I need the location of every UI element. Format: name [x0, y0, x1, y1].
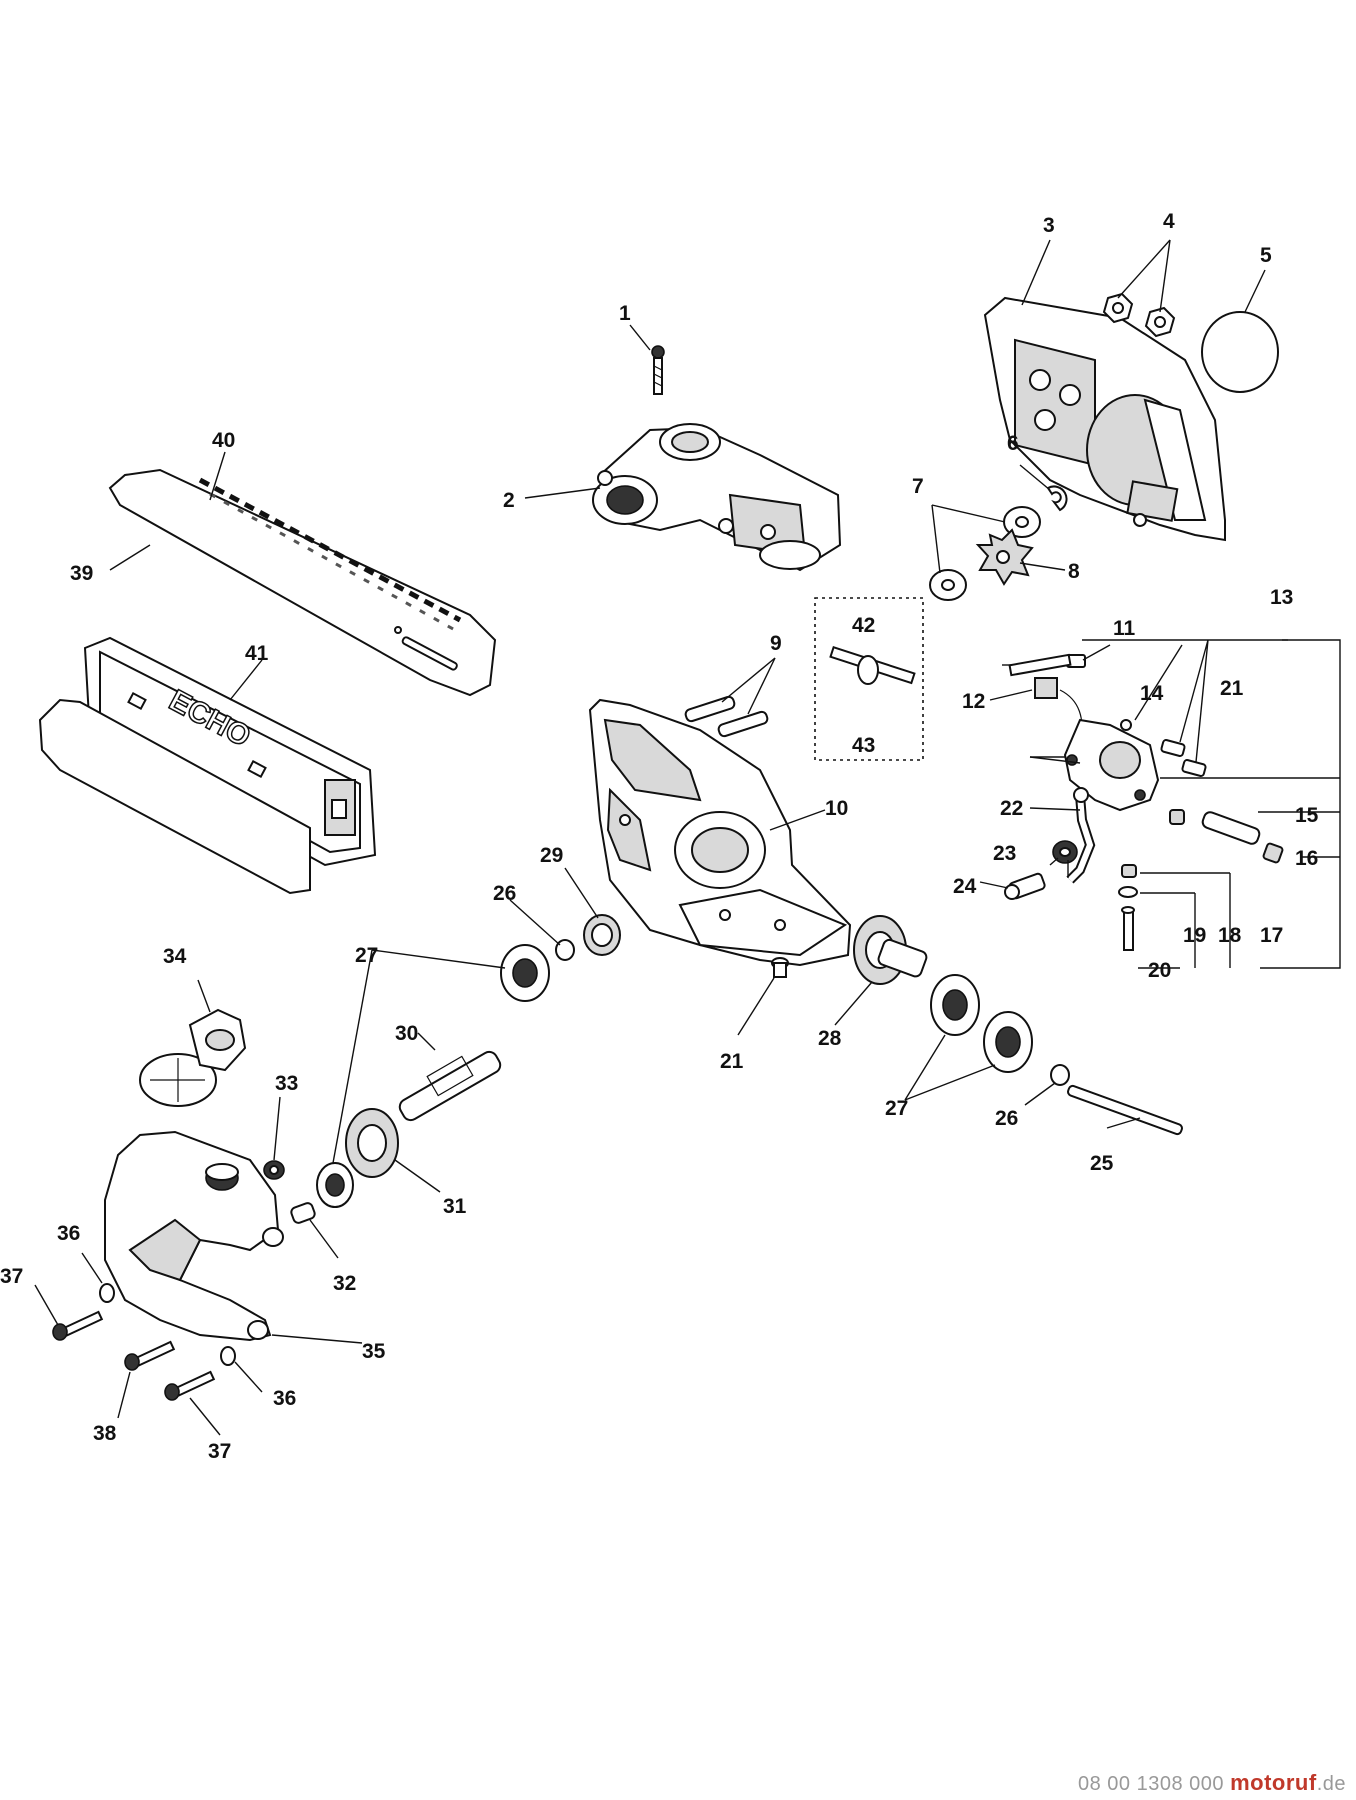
callout-9: 9 — [770, 632, 782, 655]
callout-5: 5 — [1260, 244, 1272, 267]
callout-27-top: 27 — [355, 944, 378, 967]
part-15-20-pump-parts[interactable] — [1118, 809, 1284, 951]
callout-labels: 1 2 3 4 5 6 7 8 9 10 11 12 13 14 15 16 1… — [0, 210, 1319, 1463]
part-28-gear-shaft[interactable] — [853, 915, 928, 985]
part-7-washers[interactable] — [929, 506, 1041, 601]
callout-15: 15 — [1295, 804, 1319, 827]
callout-32: 32 — [333, 1272, 356, 1295]
part-10-main-case[interactable] — [588, 698, 852, 967]
callout-26-right: 26 — [995, 1107, 1018, 1130]
watermark-suffix: .de — [1316, 1773, 1346, 1795]
callout-36-bottom: 36 — [273, 1387, 296, 1410]
callout-23: 23 — [993, 842, 1016, 865]
callout-21-case: 21 — [720, 1050, 744, 1073]
callout-33: 33 — [275, 1072, 298, 1095]
callout-7: 7 — [912, 475, 924, 498]
part-25-shaft[interactable] — [1067, 1084, 1183, 1136]
part-1-screw[interactable] — [651, 345, 665, 395]
callout-24: 24 — [953, 875, 977, 898]
callout-16: 16 — [1295, 847, 1318, 870]
callout-13: 13 — [1270, 586, 1293, 609]
callout-10: 10 — [825, 797, 848, 820]
part-26-ring-right[interactable] — [1050, 1064, 1070, 1086]
part-9-pins[interactable] — [684, 695, 769, 738]
callout-2: 2 — [503, 489, 515, 512]
callout-40: 40 — [212, 429, 235, 452]
part-39-40-bar-chain[interactable] — [108, 468, 497, 697]
callout-39: 39 — [70, 562, 93, 585]
part-6-clip[interactable] — [1046, 485, 1068, 512]
part-5-gasket[interactable] — [1201, 311, 1279, 393]
callout-1: 1 — [619, 302, 631, 325]
callout-18: 18 — [1218, 924, 1242, 947]
callout-8: 8 — [1068, 560, 1080, 583]
part-35-handle[interactable] — [104, 1130, 284, 1342]
part-29-gear[interactable] — [583, 914, 621, 956]
callout-14: 14 — [1140, 682, 1164, 705]
callout-37-bottom: 37 — [208, 1440, 231, 1463]
watermark-brand: motoruf — [1230, 1770, 1317, 1795]
callout-4: 4 — [1163, 210, 1175, 233]
part-3-chain-cover[interactable] — [983, 296, 1226, 542]
callout-30: 30 — [395, 1022, 418, 1045]
callout-3: 3 — [1043, 214, 1055, 237]
callout-21-pump: 21 — [1220, 677, 1244, 700]
part-2-gear-case[interactable] — [592, 423, 842, 572]
part-32-33-plugs[interactable] — [263, 1160, 316, 1224]
part-42-43-shaft-box[interactable] — [814, 597, 924, 761]
callout-25: 25 — [1090, 1152, 1114, 1175]
part-8-sprocket[interactable] — [975, 528, 1034, 586]
part-34-oil-cap[interactable] — [139, 1008, 247, 1107]
callout-27-right: 27 — [885, 1097, 908, 1120]
callout-6: 6 — [1007, 432, 1019, 455]
callout-22: 22 — [1000, 797, 1023, 820]
callout-42: 42 — [852, 614, 875, 637]
callout-17: 17 — [1260, 924, 1283, 947]
part-26-ring-left[interactable] — [555, 939, 575, 961]
callout-41: 41 — [245, 642, 269, 665]
callout-11: 11 — [1113, 617, 1136, 640]
watermark: 08 00 1308 000 motoruf.de — [1078, 1770, 1346, 1796]
part-30-shaft[interactable] — [397, 1049, 503, 1123]
part-oil-pump[interactable] — [1008, 653, 1207, 884]
callout-43: 43 — [852, 734, 875, 757]
watermark-code: 08 00 1308 000 — [1078, 1773, 1225, 1795]
leader-lines — [34, 239, 1341, 1436]
callout-31: 31 — [443, 1195, 467, 1218]
callout-20: 20 — [1148, 959, 1171, 982]
part-31-bevel-gear[interactable] — [345, 1108, 399, 1178]
callout-29: 29 — [540, 844, 563, 867]
part-21-bolt[interactable] — [771, 957, 789, 978]
callout-35: 35 — [362, 1340, 386, 1363]
callout-28: 28 — [818, 1027, 842, 1050]
part-36-38-screws[interactable] — [52, 1283, 236, 1401]
callout-19: 19 — [1183, 924, 1206, 947]
part-41-scabbard[interactable]: ECHO — [38, 636, 377, 895]
callout-26-left: 26 — [493, 882, 516, 905]
part-23-24-fittings[interactable] — [1004, 840, 1078, 900]
callout-36-top: 36 — [57, 1222, 80, 1245]
callout-37-top: 37 — [0, 1265, 23, 1288]
callout-12: 12 — [962, 690, 985, 713]
callout-34: 34 — [163, 945, 187, 968]
callout-38: 38 — [93, 1422, 117, 1445]
part-27-bearings[interactable] — [316, 944, 1033, 1208]
